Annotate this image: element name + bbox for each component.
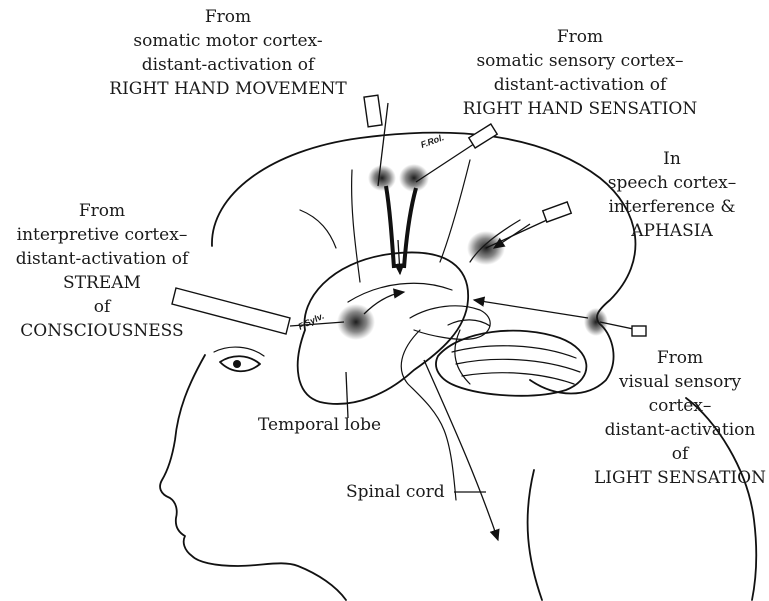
sulcus-4 bbox=[300, 210, 336, 248]
interpretive-label-line-4: STREAM bbox=[63, 273, 141, 293]
interpretive-cortex-label: From interpretive cortex– distant-activa… bbox=[16, 201, 190, 341]
probe-visual bbox=[600, 322, 646, 336]
sulcus-2 bbox=[440, 160, 470, 262]
sensory-label-line-2: somatic sensory cortex– bbox=[476, 51, 683, 71]
cerebellum-fold-3 bbox=[462, 373, 574, 384]
interpretive-label-line-5: of bbox=[94, 297, 112, 317]
arrow-tract-down bbox=[398, 240, 400, 274]
visual-cortex-label: From visual sensory cortex– distant-acti… bbox=[594, 348, 766, 488]
leader-temporal bbox=[346, 372, 348, 418]
motor-tract bbox=[386, 186, 394, 268]
visual-label-line-5: of bbox=[672, 444, 690, 464]
speech-cortex-label: In speech cortex– interference & APHASIA bbox=[608, 149, 736, 241]
motor-cortex-label: From somatic motor cortex- distant-activ… bbox=[109, 7, 347, 99]
temporal-lobe-outline bbox=[298, 252, 468, 403]
interpretive-label-line-2: interpretive cortex– bbox=[17, 225, 188, 245]
neck-line bbox=[528, 470, 542, 600]
f-sylv-label: F.Sylv. bbox=[296, 311, 325, 332]
visual-label-line-4: distant-activation bbox=[605, 420, 756, 440]
visual-label-line-3: cortex– bbox=[649, 396, 712, 416]
visual-label-line-1: From bbox=[657, 348, 703, 368]
speech-label-line-3: interference & bbox=[608, 197, 735, 217]
motor-label-line-1: From bbox=[205, 7, 251, 27]
stipple-motor bbox=[368, 165, 396, 191]
stipple-visual bbox=[584, 308, 608, 336]
arrow-visual bbox=[474, 300, 588, 318]
sensory-label-line-4: RIGHT HAND SENSATION bbox=[463, 99, 698, 119]
speech-label-line-4: APHASIA bbox=[630, 221, 713, 241]
eyebrow-line bbox=[214, 347, 264, 356]
spinal-cord-label: Spinal cord bbox=[346, 482, 445, 502]
f-rol-label: F.Rol. bbox=[419, 132, 445, 150]
interpretive-label-line-3: distant-activation of bbox=[16, 249, 190, 269]
sulcus-1 bbox=[352, 170, 360, 282]
visual-label-line-2: visual sensory bbox=[618, 372, 742, 392]
sensory-cortex-label: From somatic sensory cortex– distant-act… bbox=[463, 27, 698, 119]
interpretive-label-line-1: From bbox=[79, 201, 125, 221]
eye-pupil bbox=[233, 360, 241, 368]
cerebellum-fold-1 bbox=[452, 346, 576, 358]
motor-label-line-3: distant-activation of bbox=[142, 55, 316, 75]
temporal-lobe-label: Temporal lobe bbox=[258, 415, 381, 435]
speech-label-line-2: speech cortex– bbox=[608, 173, 736, 193]
motor-label-line-4: RIGHT HAND MOVEMENT bbox=[109, 79, 347, 99]
speech-label-line-1: In bbox=[663, 149, 681, 169]
sensory-label-line-1: From bbox=[557, 27, 603, 47]
visual-label-line-6: LIGHT SENSATION bbox=[594, 468, 766, 488]
sensory-label-line-3: distant-activation of bbox=[494, 75, 668, 95]
probe-interpretive bbox=[172, 288, 344, 334]
motor-label-line-2: somatic motor cortex- bbox=[133, 31, 322, 51]
sensory-tract bbox=[404, 188, 416, 268]
head-profile-outline bbox=[160, 355, 346, 600]
inner-structure-3 bbox=[448, 320, 490, 326]
cerebellum-fold-2 bbox=[456, 359, 580, 372]
interpretive-label-line-6: CONSCIOUSNESS bbox=[20, 321, 183, 341]
